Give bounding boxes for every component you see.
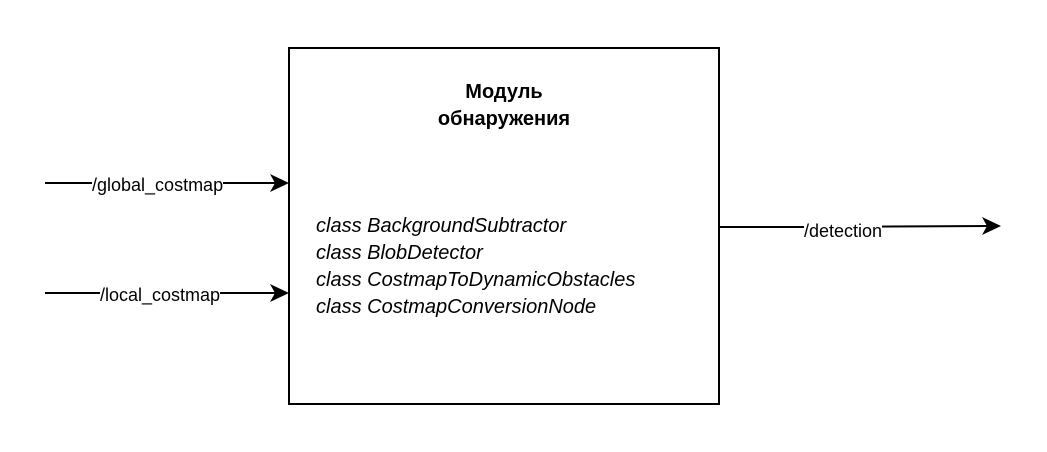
detection-label: /detection — [804, 220, 883, 242]
module-title-line2: обнаружения — [437, 108, 571, 130]
class-list: class BackgroundSubtractor class BlobDet… — [316, 213, 635, 321]
local-costmap-label: /local_costmap — [100, 284, 221, 306]
class-item-blob-detector: class BlobDetector — [316, 242, 483, 264]
module-title: Модуль обнаружения — [290, 79, 718, 133]
class-item-background-subtractor: class BackgroundSubtractor — [316, 215, 567, 237]
global-costmap-label: /global_costmap — [92, 174, 224, 196]
detection-arrowhead — [982, 217, 1001, 235]
class-item-costmap-conversion-node: class CostmapConversionNode — [316, 296, 597, 318]
local-costmap-arrowhead — [270, 284, 289, 302]
global-costmap-arrowhead — [270, 174, 289, 192]
class-item-costmap-to-dynamic-obstacles: class CostmapToDynamicObstacles — [316, 269, 636, 291]
detection-module-box: Модуль обнаружения class BackgroundSubtr… — [288, 47, 720, 405]
module-title-line1: Модуль — [465, 81, 543, 103]
